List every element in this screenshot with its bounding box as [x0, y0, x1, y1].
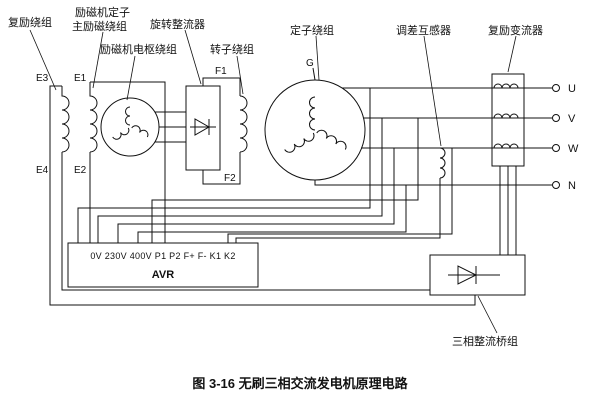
wire-f1: [202, 77, 241, 96]
terminal-w-node: [552, 144, 560, 152]
designator-e3: E3: [36, 73, 49, 84]
leader-exciter-armature: [126, 55, 136, 101]
rectifier-bridge-box: [429, 254, 526, 296]
wire-dc-loop: [49, 85, 476, 306]
terminal-v-node: [552, 114, 560, 122]
designator-e4: E4: [36, 165, 49, 176]
label-rectifier-bridge: 三相整流桥组: [452, 334, 518, 348]
terminal-n-label: N: [568, 180, 576, 192]
wire-sense-u: [77, 88, 371, 243]
leader-rotating-rectifier: [184, 29, 202, 85]
label-exciter-armature: 励磁机电枢绕组: [100, 42, 177, 56]
wire-ct-k1: [227, 148, 453, 243]
droop-ct-coil: [439, 147, 446, 179]
designator-f2: F2: [224, 173, 236, 184]
designator-e1: E1: [74, 73, 87, 84]
avr-terminal-row: 0V 230V 400V P1 P2 F+ F- K1 K2: [90, 251, 235, 261]
converter-coil-u: [493, 83, 519, 89]
label-stator-winding: 定子绕组: [290, 23, 334, 37]
exciter-field-coil: [89, 82, 98, 153]
rotor-winding-coil: [239, 95, 248, 153]
label-compound-winding: 复励绕组: [8, 15, 52, 29]
terminal-v-label: V: [568, 113, 576, 125]
designator-e2: E2: [74, 165, 87, 176]
terminal-u-label: U: [568, 83, 576, 95]
wire-neutral: [314, 180, 552, 186]
wire-sense-n: [137, 185, 407, 243]
terminal-u-node: [552, 84, 560, 92]
converter-coil-v: [493, 113, 519, 119]
wire-sense-w: [117, 148, 395, 243]
label-rotating-rectifier: 旋转整流器: [150, 17, 205, 31]
leader-lines: [29, 29, 517, 334]
wire-e4-return: [61, 152, 430, 291]
label-droop-transformer: 调差互感器: [396, 23, 451, 37]
leader-stator-winding: [315, 35, 320, 81]
components: [61, 73, 560, 296]
rotating-rectifier-box: [185, 85, 221, 171]
label-exciter-stator-l2: 主励磁绕组: [72, 19, 127, 33]
wiring-lines: [49, 67, 552, 306]
terminal-w-label: W: [568, 143, 579, 155]
label-rotor-winding: 转子绕组: [210, 42, 254, 56]
avr-box: [67, 242, 259, 288]
component-labels: 复励绕组 励磁机定子 主励磁绕组 励磁机电枢绕组 旋转整流器 转子绕组 定子绕组…: [8, 5, 543, 348]
leader-droop-ct: [423, 35, 442, 147]
rectifier-bridge-diode-icon: [448, 265, 500, 285]
avr-name: AVR: [152, 269, 174, 281]
wire-ct-k2: [235, 178, 441, 243]
designator-letters: E3 E1 E4 E2 F1 F2 G: [36, 58, 314, 184]
stator-circle: [264, 79, 366, 181]
leader-rectifier-bridge: [477, 295, 498, 334]
figure-caption: 图 3-16 无刷三相交流发电机原理电路: [192, 376, 408, 391]
rotating-rectifier-diode-icon: [190, 118, 216, 136]
terminal-n-node: [552, 181, 560, 189]
exciter-armature-wye: [112, 106, 149, 140]
converter-coil-w: [493, 143, 519, 149]
leader-compound-converter: [507, 35, 517, 73]
exciter-armature-circle: [100, 97, 160, 157]
avr-text: 0V 230V 400V P1 P2 F+ F- K1 K2 AVR: [90, 251, 235, 281]
designator-g: G: [306, 58, 314, 69]
label-compound-converter: 复励变流器: [488, 23, 543, 37]
wire-field-plus: [90, 81, 166, 243]
compound-winding-coil: [61, 86, 70, 153]
leader-rotor-winding: [236, 55, 244, 95]
terminal-letters: U V W N: [568, 83, 579, 192]
compound-converter-box: [491, 73, 525, 167]
wire-g-lead: [312, 67, 316, 81]
stator-wye: [284, 96, 347, 153]
leader-exciter-stator: [92, 31, 104, 89]
label-exciter-stator-l1: 励磁机定子: [75, 5, 130, 19]
wire-f2: [202, 152, 241, 185]
leader-compound-winding: [29, 29, 57, 91]
wire-sense-p1: [151, 118, 419, 243]
designator-f1: F1: [215, 66, 227, 77]
wire-sense-v: [97, 118, 383, 243]
